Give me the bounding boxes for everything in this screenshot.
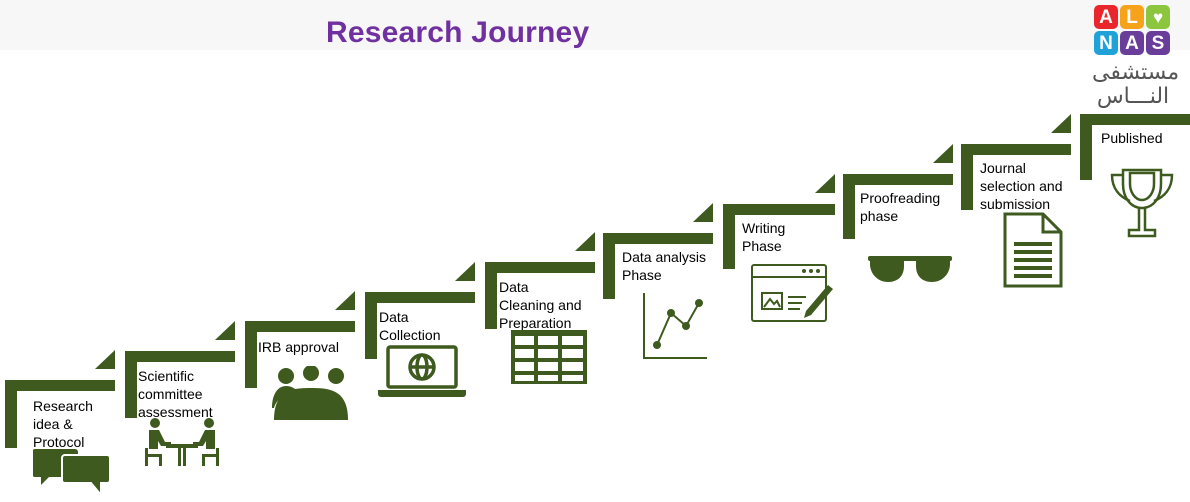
logo-heart-tile: ♥	[1146, 5, 1170, 29]
stair-step-7	[723, 174, 835, 269]
trophy-icon	[1110, 168, 1174, 238]
stair-step-1	[5, 350, 115, 448]
logo-tile: N	[1094, 31, 1118, 55]
browser-edit-icon	[751, 264, 833, 322]
laptop-globe-icon	[378, 345, 466, 397]
stair-step-8	[843, 144, 953, 239]
stair-step-9	[961, 114, 1071, 210]
page-title: Research Journey	[326, 16, 590, 49]
step-label-irb: IRB approval	[258, 339, 339, 355]
stair-step-5	[485, 232, 595, 329]
logo-tile: A	[1094, 5, 1118, 29]
stair-step-10	[1080, 114, 1190, 180]
group-icon	[272, 366, 348, 420]
chat-bubbles-icon	[33, 449, 111, 498]
logo: A L ♥ N A S مستشفى النـــاس	[1092, 3, 1180, 109]
stair-step-2	[125, 321, 235, 418]
logo-tile: A	[1120, 31, 1144, 55]
meeting-table-icon	[145, 418, 219, 466]
sunglasses-icon	[868, 256, 952, 282]
logo-arabic-line-2: النـــاس	[1096, 84, 1170, 109]
logo-tile: L	[1120, 5, 1144, 29]
document-icon	[1003, 212, 1063, 288]
stair-step-3	[245, 291, 355, 388]
logo-arabic-line-1: مستشفى	[1092, 60, 1180, 85]
top-band	[0, 0, 1190, 50]
table-grid-icon	[511, 330, 587, 384]
stair-step-4	[365, 262, 475, 359]
logo-tile: S	[1146, 31, 1170, 55]
stair-step-6	[603, 203, 713, 299]
line-chart-icon	[643, 293, 707, 359]
step-label-published: Published	[1101, 130, 1163, 146]
